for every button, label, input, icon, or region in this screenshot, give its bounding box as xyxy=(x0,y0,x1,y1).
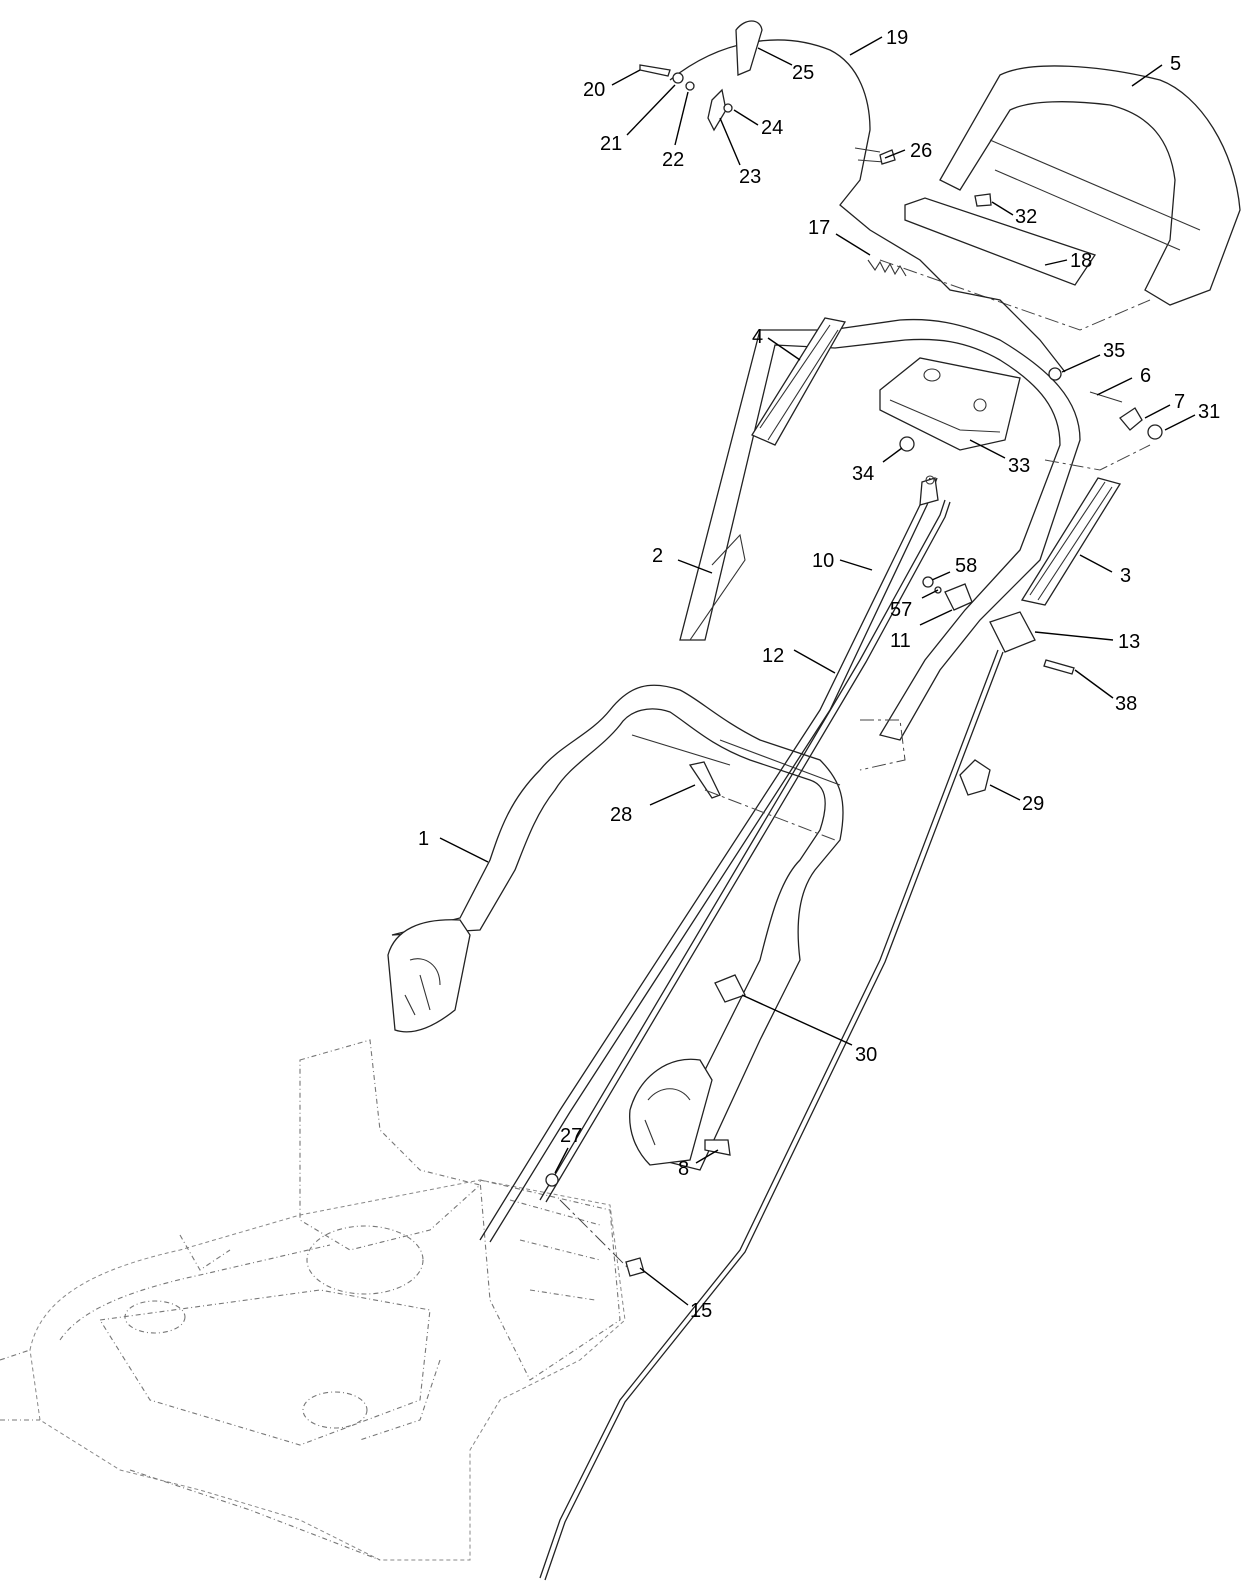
console-bracket xyxy=(879,357,1021,451)
callout-7: 7 xyxy=(1174,391,1185,413)
callout-10: 10 xyxy=(812,550,834,572)
callout-1: 1 xyxy=(418,828,429,850)
callout-26: 26 xyxy=(910,140,932,162)
right-hardware xyxy=(1044,367,1163,471)
callout-13: 13 xyxy=(1118,631,1140,653)
leader-lines xyxy=(439,36,1196,1306)
callout-21: 21 xyxy=(600,133,622,155)
callout-4: 4 xyxy=(752,326,763,348)
callout-17: 17 xyxy=(808,217,830,239)
callout-30: 30 xyxy=(855,1044,877,1066)
callout-35: 35 xyxy=(1103,340,1125,362)
grip-pads xyxy=(751,317,1122,606)
callout-23: 23 xyxy=(739,166,761,188)
callout-34: 34 xyxy=(852,463,874,485)
callout-32: 32 xyxy=(1015,206,1037,228)
callout-12: 12 xyxy=(762,645,784,667)
lower-handle xyxy=(387,684,844,1171)
callout-33: 33 xyxy=(1008,455,1030,477)
drive-cable xyxy=(539,611,1075,1581)
callout-38: 38 xyxy=(1115,693,1137,715)
callout-labels: 1 2 3 4 5 6 7 8 10 11 12 13 15 17 18 19 … xyxy=(418,27,1220,1322)
callout-31: 31 xyxy=(1198,401,1220,423)
callout-20: 20 xyxy=(583,79,605,101)
callout-3: 3 xyxy=(1120,565,1131,587)
callout-29: 29 xyxy=(1022,793,1044,815)
callout-18: 18 xyxy=(1070,250,1092,272)
callout-24: 24 xyxy=(761,117,783,139)
callout-58: 58 xyxy=(955,555,977,577)
callout-11: 11 xyxy=(890,630,911,652)
callout-6: 6 xyxy=(1140,365,1151,387)
small-hardware xyxy=(545,436,991,1277)
bail-assembly xyxy=(639,20,1241,373)
control-cables xyxy=(479,475,951,1243)
callout-57: 57 xyxy=(890,599,912,621)
callout-22: 22 xyxy=(662,149,684,171)
callout-25: 25 xyxy=(792,62,814,84)
callout-8: 8 xyxy=(678,1158,689,1180)
callout-5: 5 xyxy=(1170,53,1181,75)
callout-28: 28 xyxy=(610,804,632,826)
mower-deck xyxy=(0,1039,626,1561)
callout-15: 15 xyxy=(690,1300,712,1322)
upper-handle xyxy=(679,318,1081,741)
callout-19: 19 xyxy=(886,27,908,49)
callout-27: 27 xyxy=(560,1125,582,1147)
callout-2: 2 xyxy=(652,545,663,567)
